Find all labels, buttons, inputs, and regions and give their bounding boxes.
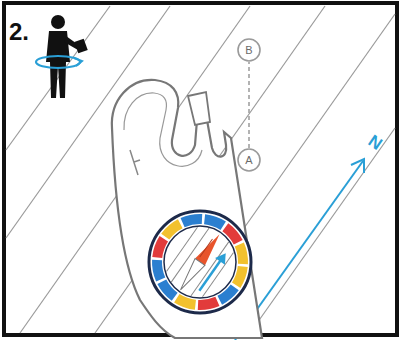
person-figure	[36, 15, 88, 98]
point-letter: A	[245, 155, 252, 166]
orienting-lines	[163, 222, 237, 301]
baseplate	[112, 80, 262, 338]
bearing-line	[248, 62, 250, 148]
bezel-ring	[152, 214, 248, 310]
map-point-circle: A	[237, 148, 261, 172]
step-number: 2.	[9, 20, 29, 44]
orienting-arrow	[194, 250, 230, 295]
compass-needle	[176, 231, 225, 294]
map-point-circle: B	[237, 38, 261, 62]
point-letter: B	[245, 45, 252, 56]
compass-housing	[149, 211, 251, 313]
